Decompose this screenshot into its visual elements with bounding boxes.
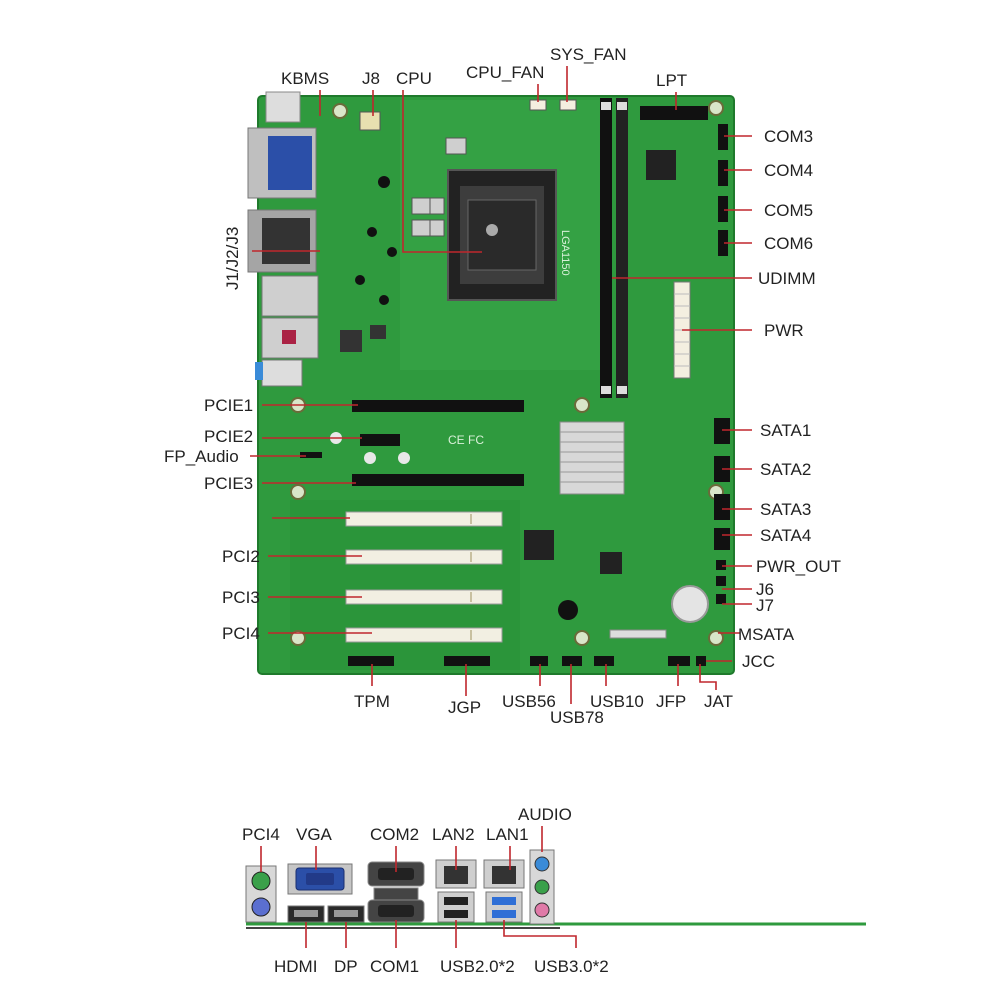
motherboard: LGA1150: [247, 91, 735, 675]
mounting-holes: [290, 100, 724, 646]
label-com6: COM6: [764, 234, 813, 253]
label-udimm: UDIMM: [758, 269, 816, 288]
label-pci3: PCI3: [222, 588, 260, 607]
label-jat: JAT: [704, 692, 733, 711]
io-label-com1: COM1: [370, 957, 419, 976]
label-msata: MSATA: [738, 625, 795, 644]
cert-marking: CE FC: [448, 433, 484, 447]
label-jgp: JGP: [448, 698, 481, 717]
label-j8: J8: [362, 69, 380, 88]
pcie2-slot: [360, 434, 400, 446]
audio-line-in-jack: [534, 856, 550, 872]
label-lpt: LPT: [656, 71, 687, 90]
audio-mic-jack: [534, 902, 550, 918]
io-label-audio: AUDIO: [518, 805, 572, 824]
cmos-battery: [671, 585, 709, 623]
label-usb78: USB78: [550, 708, 604, 727]
io-label-lan1: LAN1: [486, 825, 529, 844]
rear-io-stack: [247, 91, 319, 387]
label-sata1: SATA1: [760, 421, 811, 440]
bottom-headers: [348, 560, 726, 666]
label-com5: COM5: [764, 201, 813, 220]
io-leader-lines: [260, 826, 577, 948]
sys-fan-header: [559, 99, 577, 111]
sata-ports: [714, 418, 730, 550]
label-sata2: SATA2: [760, 460, 811, 479]
board-labels: KBMS J8 CPU CPU_FAN SYS_FAN LPT COM3 COM…: [164, 45, 841, 727]
label-j6: J6: [756, 580, 774, 599]
io-label-usb20: USB2.0*2: [440, 957, 515, 976]
io-label-hdmi: HDMI: [274, 957, 317, 976]
label-j7: J7: [756, 596, 774, 615]
label-pcie2: PCIE2: [204, 427, 253, 446]
msata-slot: [609, 629, 667, 639]
label-jcc: JCC: [742, 652, 775, 671]
label-pcie3: PCIE3: [204, 474, 253, 493]
ps2-keyboard-port: [251, 897, 271, 917]
io-label-dp: DP: [334, 957, 358, 976]
label-pci2: PCI2: [222, 547, 260, 566]
label-cpu: CPU: [396, 69, 432, 88]
socket-marking: LGA1150: [559, 230, 571, 276]
label-fp-audio: FP_Audio: [164, 447, 239, 466]
label-usb10: USB10: [590, 692, 644, 711]
label-cpu-fan: CPU_FAN: [466, 63, 544, 82]
pcie1-slot: [352, 400, 524, 412]
pcie3-slot: [352, 474, 524, 486]
audio-line-out-jack: [534, 879, 550, 895]
label-pcie1: PCIE1: [204, 396, 253, 415]
label-com3: COM3: [764, 127, 813, 146]
label-pci4: PCI4: [222, 624, 260, 643]
label-com4: COM4: [764, 161, 813, 180]
com-headers: [718, 124, 728, 256]
io-label-usb30: USB3.0*2: [534, 957, 609, 976]
rear-io-panel: [245, 849, 866, 929]
pci-slots: [345, 511, 503, 643]
label-sata3: SATA3: [760, 500, 811, 519]
io-label-vga: VGA: [296, 825, 333, 844]
chipset-heatsink: [559, 421, 625, 495]
label-sys-fan: SYS_FAN: [550, 45, 627, 64]
label-jfp: JFP: [656, 692, 686, 711]
label-sata4: SATA4: [760, 526, 811, 545]
io-label-com2: COM2: [370, 825, 419, 844]
label-kbms: KBMS: [281, 69, 329, 88]
leader-lines: [250, 66, 752, 704]
label-pwr-out: PWR_OUT: [756, 557, 841, 576]
label-pwr: PWR: [764, 321, 804, 340]
label-tpm: TPM: [354, 692, 390, 711]
label-j1j2j3: J1/J2/J3: [223, 227, 242, 290]
lpt-header: [640, 106, 708, 120]
label-usb56: USB56: [502, 692, 556, 711]
cpu-socket: LGA1150: [447, 169, 571, 301]
ps2-mouse-port: [251, 871, 271, 891]
io-label-pci4: PCI4: [242, 825, 280, 844]
dimm-slots: [600, 98, 628, 398]
io-label-lan2: LAN2: [432, 825, 475, 844]
io-labels: PCI4 VGA COM2 LAN2 LAN1 AUDIO HDMI DP CO…: [242, 805, 609, 976]
